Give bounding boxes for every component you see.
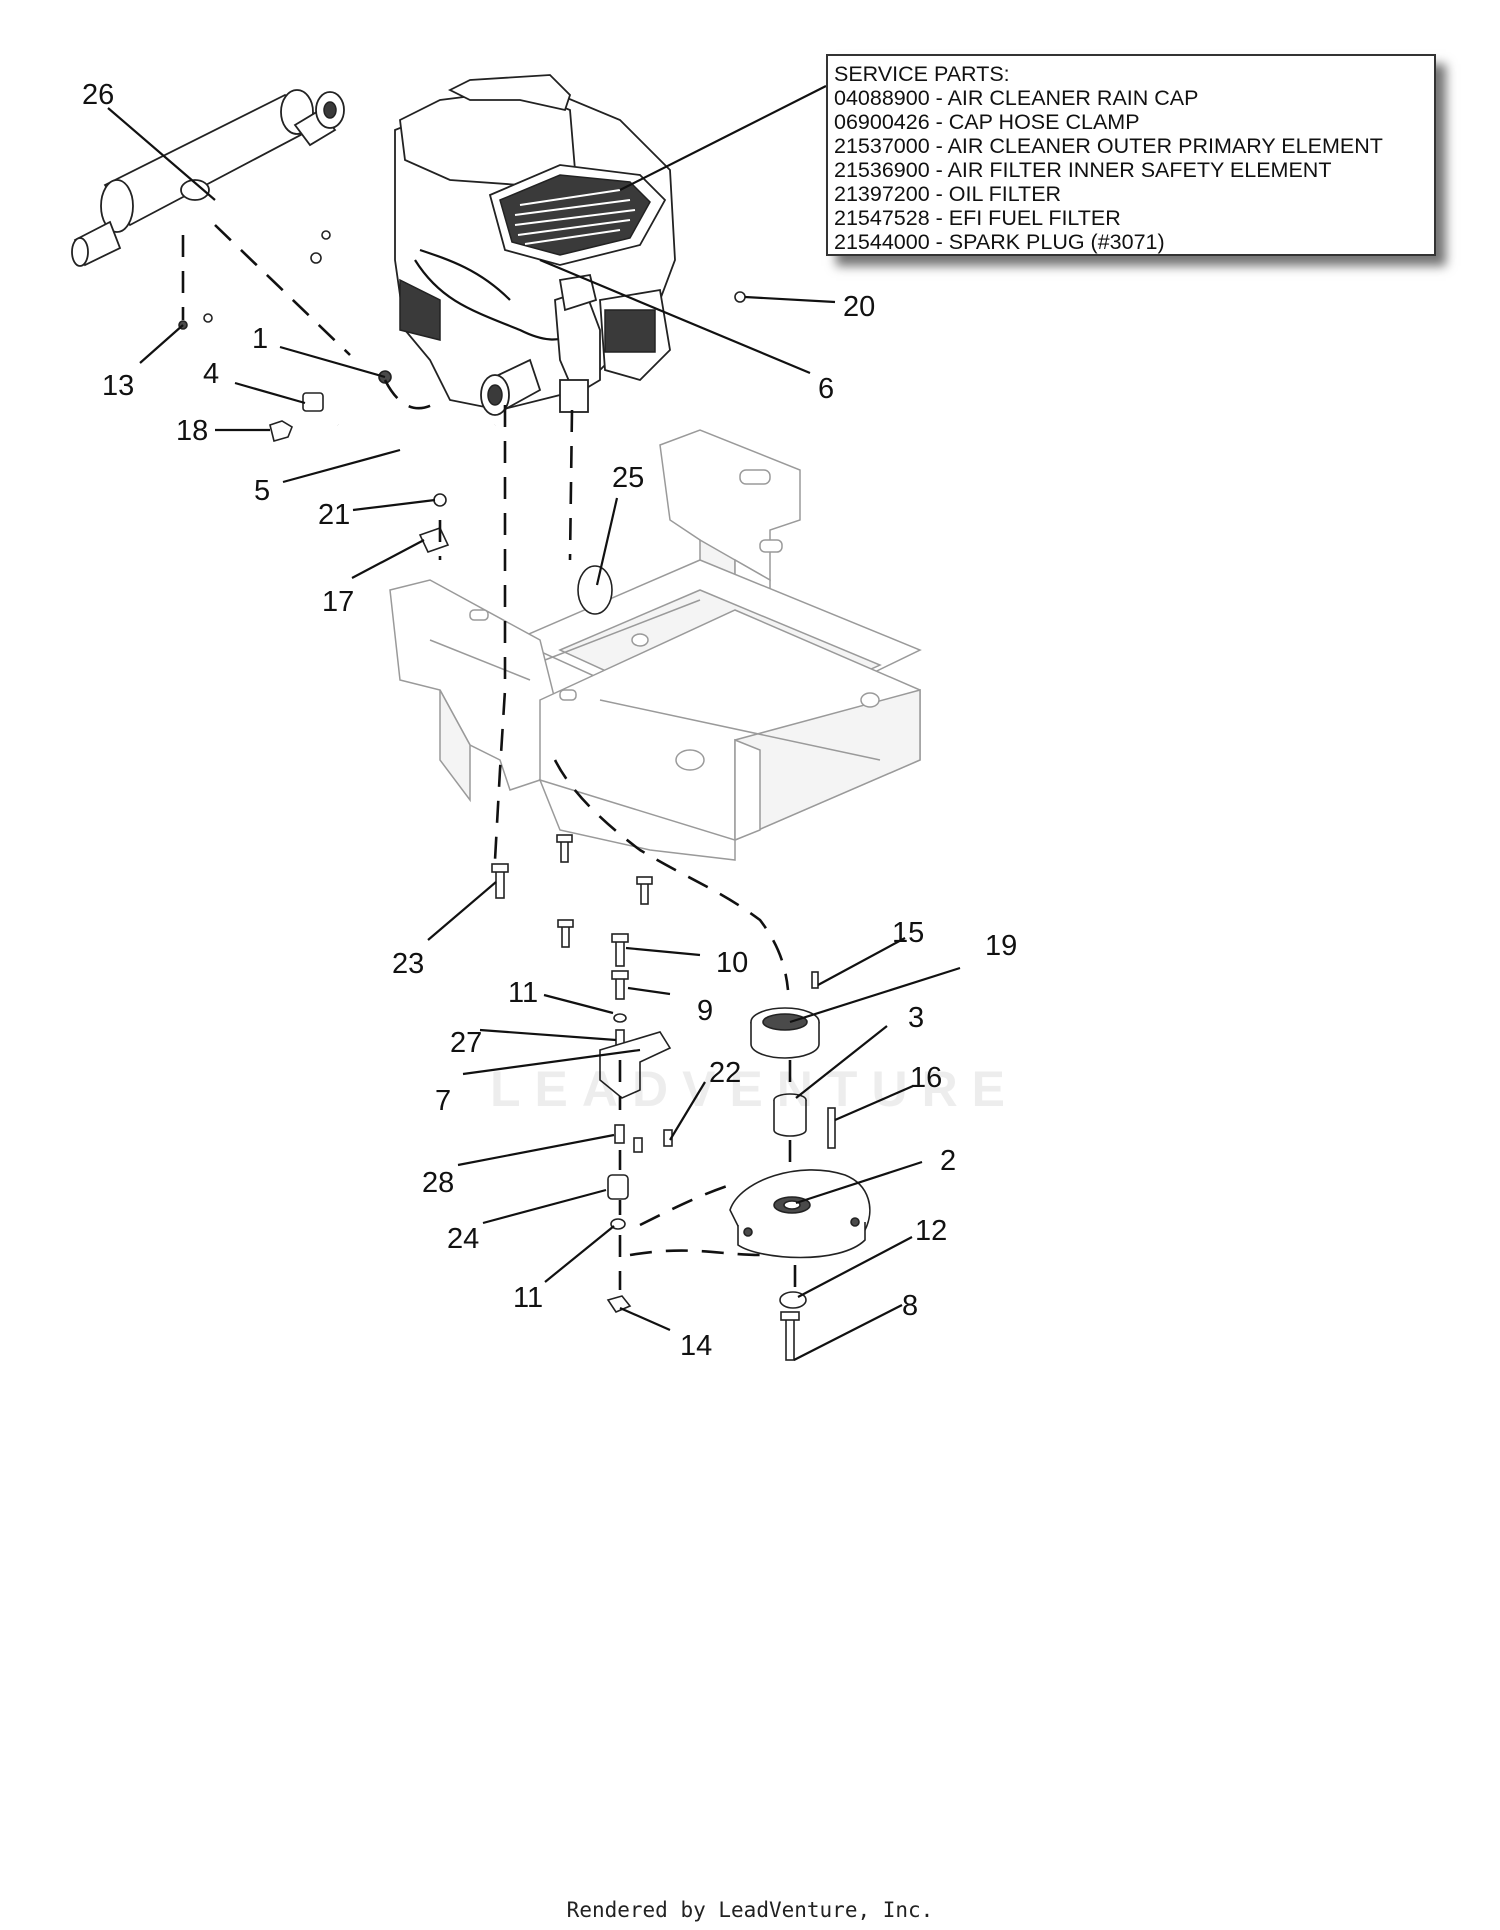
callout-19: 19 [985, 930, 1017, 962]
callout-24: 24 [447, 1223, 479, 1255]
callout-11-upper: 11 [508, 977, 538, 1009]
leader-lines [107, 85, 961, 1361]
callout-22: 22 [709, 1057, 741, 1089]
service-part-item: 06900426 - CAP HOSE CLAMP [834, 110, 1140, 134]
service-part-item: 21536900 - AIR FILTER INNER SAFETY ELEME… [834, 158, 1332, 182]
callout-13: 13 [102, 370, 134, 402]
chassis-frame [389, 429, 922, 861]
callout-3: 3 [908, 1002, 924, 1034]
callout-11-lower: 11 [513, 1282, 543, 1314]
callout-numbers: 26 1 13 4 18 5 21 17 25 6 20 23 10 15 19… [82, 79, 1017, 1362]
callout-9: 9 [697, 995, 713, 1027]
callout-28: 28 [422, 1167, 454, 1199]
oil-filter [480, 358, 542, 416]
assembly-lines [181, 224, 797, 1290]
engine-assembly [394, 74, 676, 416]
callout-17: 17 [322, 586, 354, 618]
small-parts [178, 230, 871, 1361]
callout-16: 16 [910, 1062, 942, 1094]
callout-1: 1 [252, 323, 268, 355]
callout-2: 2 [940, 1145, 956, 1177]
service-part-item: 21544000 - SPARK PLUG (#3071) [834, 230, 1165, 254]
footer-credit: Rendered by LeadVenture, Inc. [566, 1898, 934, 1922]
callout-15: 15 [892, 917, 924, 949]
service-part-item: 04088900 - AIR CLEANER RAIN CAP [834, 86, 1199, 110]
callout-26: 26 [82, 79, 114, 111]
callout-20: 20 [843, 291, 875, 323]
callout-7: 7 [435, 1085, 451, 1117]
callout-23: 23 [392, 948, 424, 980]
service-part-item: 21397200 - OIL FILTER [834, 182, 1062, 206]
callout-6: 6 [818, 373, 834, 405]
watermark: LEADVENTURE [490, 1061, 1020, 1117]
callout-5: 5 [254, 475, 270, 507]
callout-10: 10 [716, 947, 748, 979]
callout-25: 25 [612, 462, 644, 494]
callout-4: 4 [203, 358, 219, 390]
callout-27: 27 [450, 1027, 482, 1059]
callout-14: 14 [680, 1330, 712, 1362]
callout-12: 12 [915, 1215, 947, 1247]
muffler [71, 89, 345, 267]
pto-clutch [729, 1169, 871, 1259]
service-parts-heading: SERVICE PARTS: [834, 62, 1010, 86]
callout-21: 21 [318, 499, 350, 531]
service-parts-box: SERVICE PARTS: 04088900 - AIR CLEANER RA… [826, 54, 1436, 256]
callout-18: 18 [176, 415, 208, 447]
callout-8: 8 [902, 1290, 918, 1322]
service-part-item: 21537000 - AIR CLEANER OUTER PRIMARY ELE… [834, 134, 1383, 158]
service-part-item: 21547528 - EFI FUEL FILTER [834, 206, 1121, 230]
